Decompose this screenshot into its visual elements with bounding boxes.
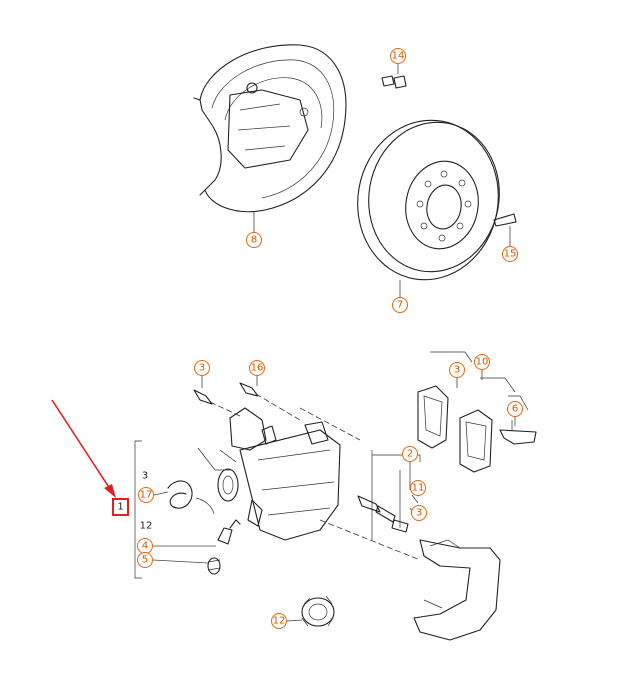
brake-disc-part <box>357 119 517 298</box>
bracket-label-3: 3 <box>142 471 148 482</box>
callout-7[interactable]: 7 <box>392 297 408 313</box>
callout-2-label: 2 <box>407 449 413 460</box>
callout-14[interactable]: 14 <box>390 48 406 64</box>
callout-3-pad[interactable]: 3 <box>449 362 465 378</box>
callout-8-label: 8 <box>251 235 257 246</box>
callout-14-label: 14 <box>392 51 405 62</box>
callout-3-pin-label: 3 <box>416 508 422 519</box>
callout-4-label: 4 <box>142 541 148 552</box>
bolt-part-14 <box>381 62 407 89</box>
brake-pads-part <box>417 351 537 473</box>
callout-3-bolt-label: 3 <box>199 363 205 374</box>
callout-3-bolt[interactable]: 3 <box>194 360 210 376</box>
callout-17[interactable]: 17 <box>138 487 154 503</box>
callout-6[interactable]: 6 <box>507 401 523 417</box>
dust-cap-part-12 <box>286 595 335 627</box>
callout-4[interactable]: 4 <box>137 538 153 554</box>
callout-16-label: 16 <box>251 363 264 374</box>
callout-3-pin[interactable]: 3 <box>411 505 427 521</box>
callout-16[interactable]: 16 <box>249 360 265 376</box>
highlighted-callout-1-label: 1 <box>117 502 123 513</box>
callout-15[interactable]: 15 <box>502 246 518 262</box>
callout-17-label: 17 <box>140 490 153 501</box>
callout-5-label: 5 <box>142 555 148 566</box>
callout-10[interactable]: 10 <box>474 354 490 370</box>
callout-5[interactable]: 5 <box>137 552 153 568</box>
callout-15-label: 15 <box>504 249 517 260</box>
bracket-label-12: 12 <box>140 521 153 532</box>
callout-8[interactable]: 8 <box>246 232 262 248</box>
callout-12[interactable]: 12 <box>271 613 287 629</box>
brake-caliper-part <box>193 376 421 561</box>
callout-11-label: 11 <box>412 483 425 494</box>
callout-3-pad-label: 3 <box>454 365 460 376</box>
splash-shield-part <box>193 44 347 234</box>
caliper-carrier-part <box>357 450 501 641</box>
callout-2[interactable]: 2 <box>402 446 418 462</box>
callout-10-label: 10 <box>476 357 489 368</box>
callout-11[interactable]: 11 <box>410 480 426 496</box>
highlighted-callout-1[interactable]: 1 <box>112 498 129 516</box>
callout-6-label: 6 <box>512 404 518 415</box>
callout-7-label: 7 <box>397 300 403 311</box>
callout-12-label: 12 <box>273 616 286 627</box>
highlight-arrow <box>51 399 116 498</box>
caliper-small-parts: 3 12 <box>134 440 241 579</box>
